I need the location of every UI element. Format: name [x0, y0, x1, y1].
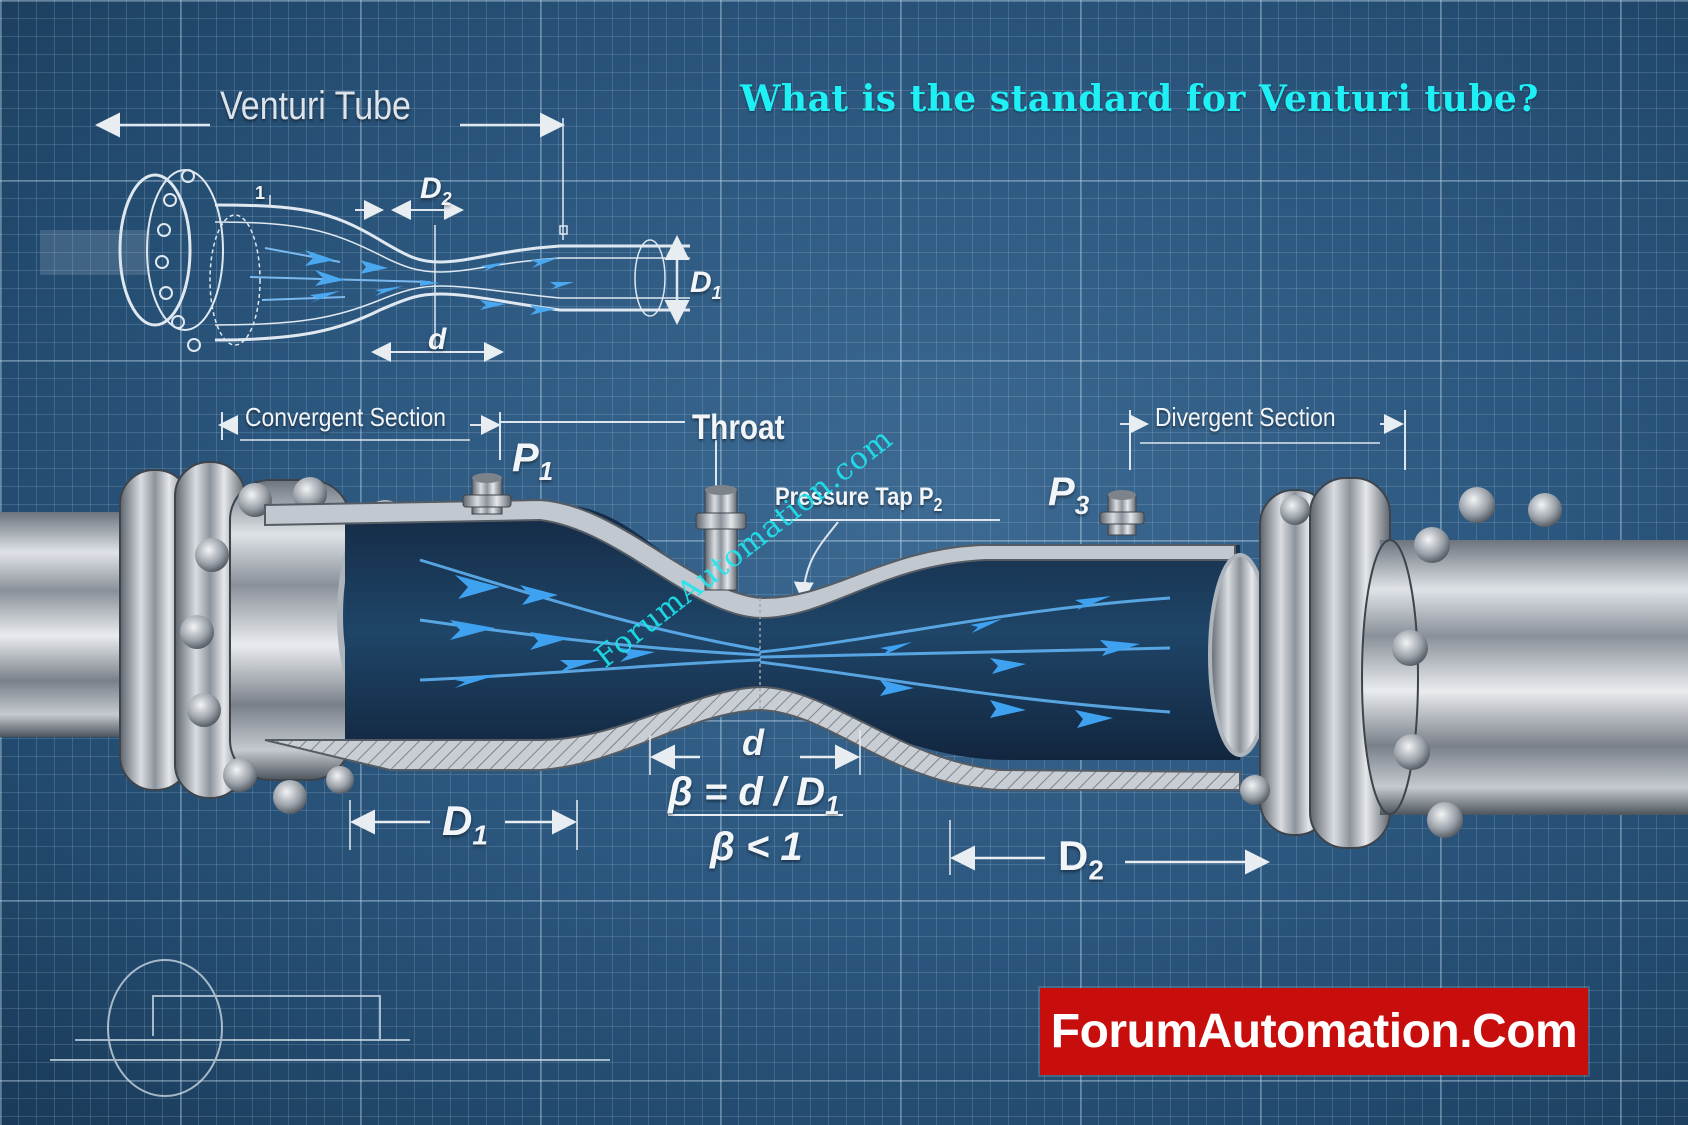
brand-banner[interactable]: ForumAutomation.Com — [1040, 988, 1588, 1075]
beta-condition: β < 1 — [710, 825, 803, 869]
divergent-section-label: Divergent Section — [1155, 402, 1336, 432]
pressure-tap-p2 — [695, 485, 747, 591]
right-pipe — [1208, 477, 1688, 849]
right-flange-bolts — [1240, 487, 1562, 838]
sketch-top-wall — [214, 203, 690, 264]
p3-label: P3 — [1048, 470, 1089, 521]
p3-text: P — [1048, 470, 1075, 514]
d2-sub: 2 — [1088, 854, 1104, 886]
sketch-diagram — [40, 112, 690, 362]
brand-label: ForumAutomation.Com — [1050, 1005, 1578, 1058]
question-title: What is the standard for Venturi tube? — [740, 78, 1540, 120]
sketch-d2-sub: 2 — [441, 189, 452, 209]
sketch-flow-arrows — [249, 247, 574, 315]
sketch-d1-sub: 1 — [711, 283, 722, 303]
sketch-flange — [118, 173, 192, 327]
beta-formula-text: β = d / D — [668, 770, 826, 814]
sketch-label-d1: D1 — [690, 266, 722, 304]
d2-text: D — [1058, 832, 1089, 879]
d1-sub: 1 — [472, 819, 488, 851]
p1-label: P1 — [512, 436, 553, 487]
convergent-section-label: Convergent Section — [245, 402, 446, 432]
sketch-d1-text: D — [690, 266, 712, 299]
flow-arrows — [419, 558, 1171, 728]
section-dimension-lines — [218, 410, 1406, 602]
sketch-label-d2: D2 — [420, 172, 452, 210]
pressure-tap-p1 — [462, 473, 512, 515]
d1-text: D — [442, 797, 473, 844]
left-flange-bolts — [180, 477, 354, 814]
faint-sketch-bottom-left — [50, 959, 610, 1097]
p2-text: Pressure Tap P — [775, 483, 934, 511]
p1-text: P — [512, 436, 539, 480]
sketch-label-d: d — [428, 323, 447, 356]
sketch-title: Venturi Tube — [220, 84, 411, 128]
p2-sub: 2 — [933, 495, 943, 515]
d1-dimension-label: D1 — [442, 797, 488, 851]
d2-dimension-label: D2 — [1058, 832, 1104, 886]
p1-sub: 1 — [538, 456, 554, 486]
throat-label: Throat — [692, 408, 785, 447]
sketch-label-one: 1 — [255, 183, 266, 203]
pressure-tap-p2-label: Pressure Tap P2 — [775, 483, 942, 516]
bottom-dimensions — [349, 730, 1270, 875]
beta-formula: β = d / D1 — [668, 770, 840, 821]
pressure-tap-p3 — [1099, 490, 1145, 536]
beta-formula-sub: 1 — [825, 790, 840, 820]
throat-diameter-label: d — [742, 722, 764, 763]
p3-sub: 3 — [1074, 490, 1090, 520]
sketch-d2-text: D — [420, 172, 442, 205]
sketch-bottom-wall — [214, 292, 690, 342]
